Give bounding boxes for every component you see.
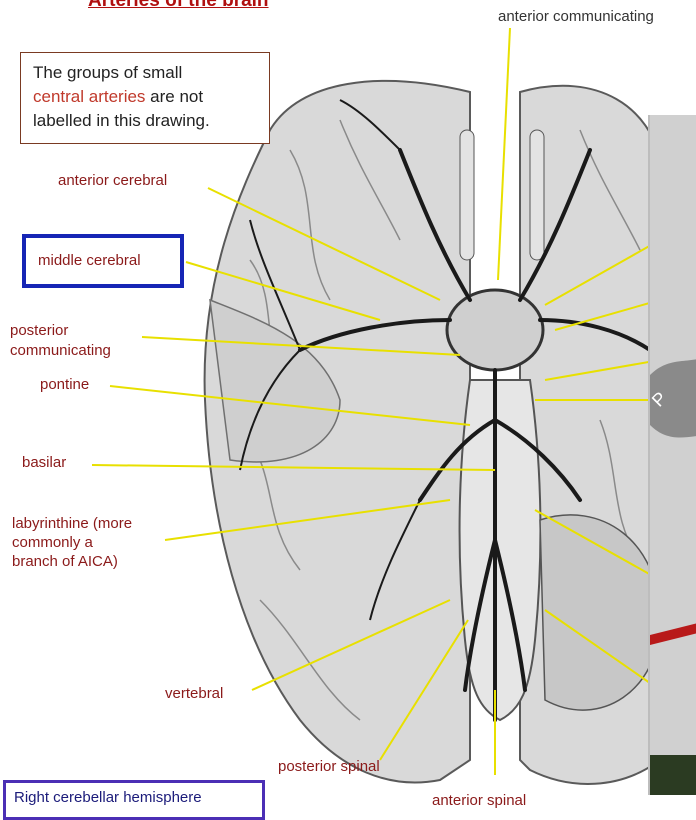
label-anterior-spinal: anterior spinal — [432, 792, 526, 810]
olfactory-tract-right — [530, 130, 544, 260]
label-anterior-communicating: anterior communicating — [498, 8, 654, 26]
label-pontine: pontine — [40, 376, 89, 394]
brainstem — [460, 380, 541, 720]
note-line-2: central arteries are not — [33, 85, 257, 109]
label-posterior-communicating-2: communicating — [10, 342, 111, 360]
label-posterior-communicating-1: posterior — [10, 322, 68, 340]
olfactory-tract-left — [460, 130, 474, 260]
note-box: The groups of small central arteries are… — [20, 52, 270, 144]
note-line-3: labelled in this drawing. — [33, 109, 257, 133]
circle-of-willis — [447, 290, 543, 370]
label-labyrinthine-1: labyrinthine (more — [12, 515, 132, 533]
label-middle-cerebral: middle cerebral — [38, 252, 141, 270]
label-labyrinthine-3: branch of AICA) — [12, 553, 118, 571]
right-cerebellar-hemisphere-text: Right cerebellar hemisphere — [14, 789, 202, 806]
page-title: Arteries of the brain — [88, 0, 269, 12]
inset-image: P — [648, 115, 696, 795]
right-cerebellar-hemisphere-box: Right cerebellar hemisphere — [3, 780, 265, 820]
label-vertebral: vertebral — [165, 685, 223, 703]
label-posterior-spinal: posterior spinal — [278, 758, 380, 776]
label-anterior-cerebral: anterior cerebral — [58, 172, 167, 190]
note-line-1: The groups of small — [33, 61, 257, 85]
note-line-2-rest: are not — [145, 87, 203, 106]
label-labyrinthine-2: commonly a — [12, 534, 93, 552]
note-highlight: central arteries — [33, 87, 145, 106]
label-basilar: basilar — [22, 454, 66, 472]
inset-illustration: P — [650, 115, 696, 795]
